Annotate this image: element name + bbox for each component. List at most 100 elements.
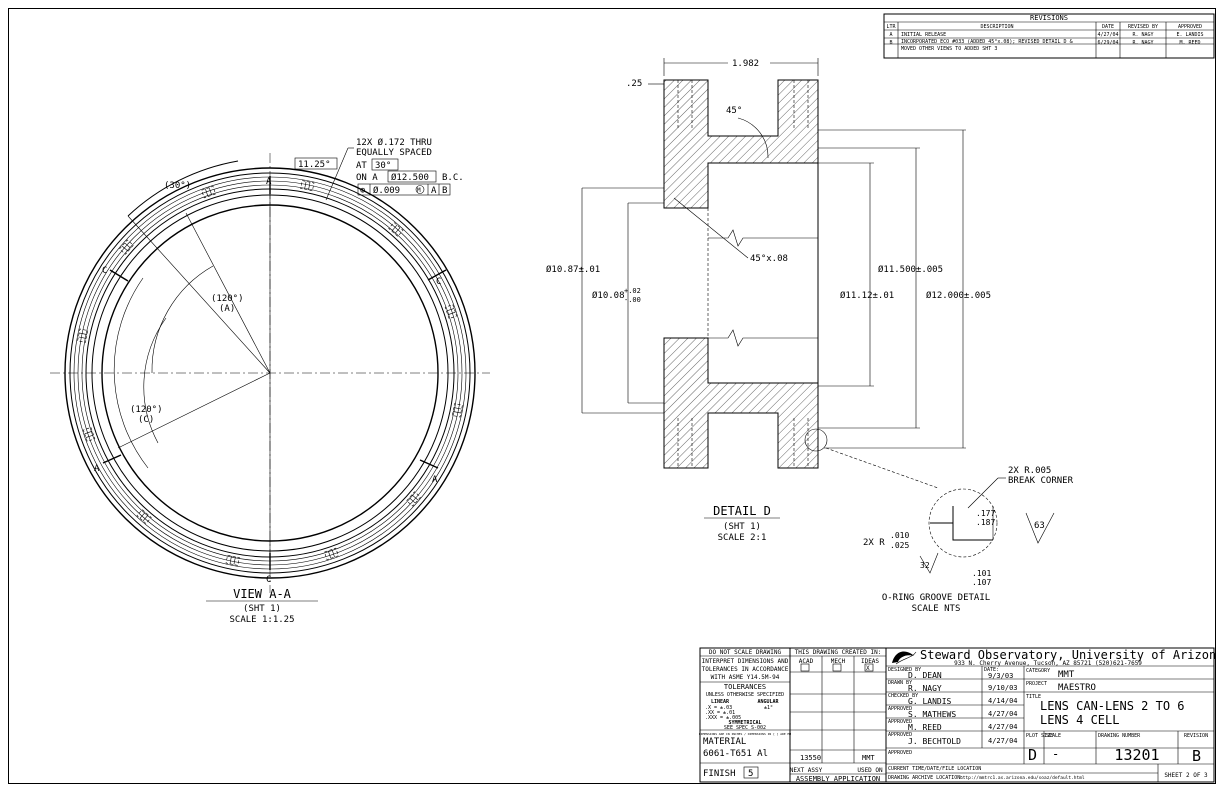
tol-angular: ±1° [764, 705, 773, 711]
tol-xxx: .XXX = ±.005 [705, 715, 741, 721]
unless-note: UNLESS OTHERWISE SPECIFIED [706, 692, 784, 698]
created-col-mech: MECH [831, 658, 846, 665]
spacing-angle-label: (30°) [164, 181, 191, 191]
approved4-label: APPROVED [888, 750, 912, 756]
rev-header-date: DATE [1102, 24, 1114, 30]
bolt-hole-pattern [77, 180, 463, 566]
bolt-hole [136, 509, 152, 524]
rev-a-description: INITIAL RELEASE [901, 32, 946, 38]
acad-checkbox [800, 663, 810, 672]
break-corner-r: 2X R.005 [1008, 466, 1051, 476]
bolt-hole [444, 304, 457, 319]
date-label: DATE: [984, 667, 999, 673]
fcf-tolerance: Ø.009 [373, 185, 400, 196]
drawing-sheet: REVISIONS LTR DESCRIPTION DATE REVISED B… [8, 8, 1223, 784]
bolt-hole [388, 222, 404, 237]
material-value: 6061-T651 Al [703, 749, 768, 759]
category-label: CATEGORY [1026, 668, 1050, 674]
drawn-date: 9/10/03 [988, 684, 1018, 692]
approved3-label: APPROVED [888, 732, 912, 738]
units-fine-print: DIMENSIONS ARE IN INCHES / DIMENSIONS IN… [699, 732, 791, 736]
bolt-hole [300, 180, 315, 192]
radius-bottom: .025 [890, 541, 909, 550]
detail-d-title: DETAIL D [713, 504, 771, 518]
checked-by: G. LANDIS [908, 697, 952, 706]
bolt-hole [324, 547, 339, 560]
section-marker-c-left: C [102, 266, 107, 276]
section-marker-a-right: A [432, 475, 438, 485]
rev-b-ltr: B [889, 40, 892, 46]
tol-xx: .XX = ±.01 [705, 710, 735, 716]
category-value: MMT [1058, 670, 1075, 680]
offset-angle: 11.25° [298, 160, 331, 170]
checked-label: CHECKED BY [888, 693, 918, 699]
rev-b-revised-by: R. NAGY [1132, 40, 1153, 46]
org-name: Steward Observatory, University of Arizo… [920, 648, 1216, 662]
drawing-number-label: DRAWING NUMBER [1098, 733, 1141, 739]
break-corner-note: BREAK CORNER [1008, 476, 1074, 486]
groove-depth-top: .177 [976, 509, 995, 518]
plot-size-label: PLOT SIZE [1026, 733, 1053, 739]
interpret-line2: TOLERANCES IN ACCORDANCE [702, 666, 789, 673]
mech-checkbox [832, 663, 842, 672]
rev-header-ltr: LTR [886, 24, 896, 30]
rev-a-date: 4/27/04 [1097, 32, 1118, 38]
section-marker-a-left: A [94, 464, 100, 474]
assembly-application: ASSEMBLY APPLICATION [796, 775, 880, 783]
bolt-hole [77, 328, 89, 343]
dia-10-08-plus: +.02 [624, 287, 641, 295]
groove-width-top: .101 [972, 569, 991, 578]
revisions-block: REVISIONS LTR DESCRIPTION DATE REVISED B… [883, 13, 1215, 59]
surface-finish-63: 63 [1034, 521, 1045, 531]
sheet-border [8, 8, 1216, 784]
title-block: Steward Observatory, University of Arizo… [885, 647, 1223, 783]
view-aa-scale: SCALE 1:1.25 [229, 615, 294, 625]
bolt-hole [201, 186, 216, 199]
tolerance-block: DO NOT SCALE DRAWING INTERPRET DIMENSION… [699, 647, 791, 783]
view-aa-sheet-ref: (SHT 1) [243, 604, 281, 614]
revision-value: B [1192, 747, 1201, 765]
groove-depth-bottom: .187 [976, 518, 995, 527]
finish-value: 5 [748, 769, 753, 779]
drawing-canvas: REVISIONS LTR DESCRIPTION DATE REVISED B… [8, 8, 1223, 784]
interpret-line1: INTERPRET DIMENSIONS AND [702, 658, 789, 665]
bolt-hole [406, 491, 421, 507]
rev-header-description: DESCRIPTION [980, 24, 1013, 30]
position-tolerance-icon: ⊕ [360, 186, 365, 196]
symmetrical-label: SYMMETRICAL [728, 720, 761, 726]
fcf-datum-b: B [442, 186, 447, 196]
angle-a-datum: (A) [219, 304, 235, 314]
on-label: ON A [356, 173, 378, 183]
created-col-acad: ACAD [799, 658, 814, 665]
dia-11-12: Ø11.12±.01 [840, 290, 894, 301]
project-label: PROJECT [1026, 681, 1047, 687]
created-in-header: THIS DRAWING CREATED IN: [795, 649, 882, 656]
drawing-number: 13201 [1114, 746, 1159, 764]
steward-logo-swoosh-icon [895, 651, 917, 665]
designed-date: 9/3/03 [988, 672, 1013, 680]
view-aa: A C C C A A (30°) (120°) (A) (120°) (C) … [50, 137, 490, 625]
approved2-date: 4/27/04 [988, 723, 1018, 731]
dia-10-87: Ø10.87±.01 [546, 264, 600, 275]
rev-header-approved: APPROVED [1178, 24, 1202, 30]
detail-d-sheet-ref: (SHT 1) [723, 522, 761, 532]
dia-10-08-base: Ø10.08 [592, 290, 625, 301]
hole-note-line2: EQUALLY SPACED [356, 148, 432, 158]
bolt-hole [225, 554, 240, 566]
interpret-line3: WITH ASME Y14.5M-94 [711, 674, 780, 681]
tol-x: .X = ±.03 [705, 705, 732, 711]
rev-b-description: INCORPORATED ECO #033 (ADDED 45°x.08); R… [901, 39, 1073, 45]
created-in-block: THIS DRAWING CREATED IN: ACAD MECH IDEAS… [789, 647, 887, 783]
radius-top: .010 [890, 531, 909, 540]
angle-c-datum: (C) [138, 415, 154, 425]
dia-11-500: Ø11.500±.005 [878, 264, 943, 275]
hole-note-line1: 12X Ø.172 THRU [356, 137, 432, 148]
revision-label: REVISION [1184, 733, 1208, 739]
sheet-number: SHEET 2 OF 3 [1164, 772, 1208, 779]
current-time-label: CURRENT TIME/DATE/FILE LOCATION [888, 766, 981, 772]
bolt-hole [119, 239, 134, 255]
rev-b-description-cont: MOVED OTHER VIEWS TO ADDED SHT 3 [901, 46, 997, 52]
used-on-value: MMT [862, 754, 875, 762]
title-label: TITLE [1026, 694, 1041, 700]
scale-value: - [1052, 747, 1059, 761]
